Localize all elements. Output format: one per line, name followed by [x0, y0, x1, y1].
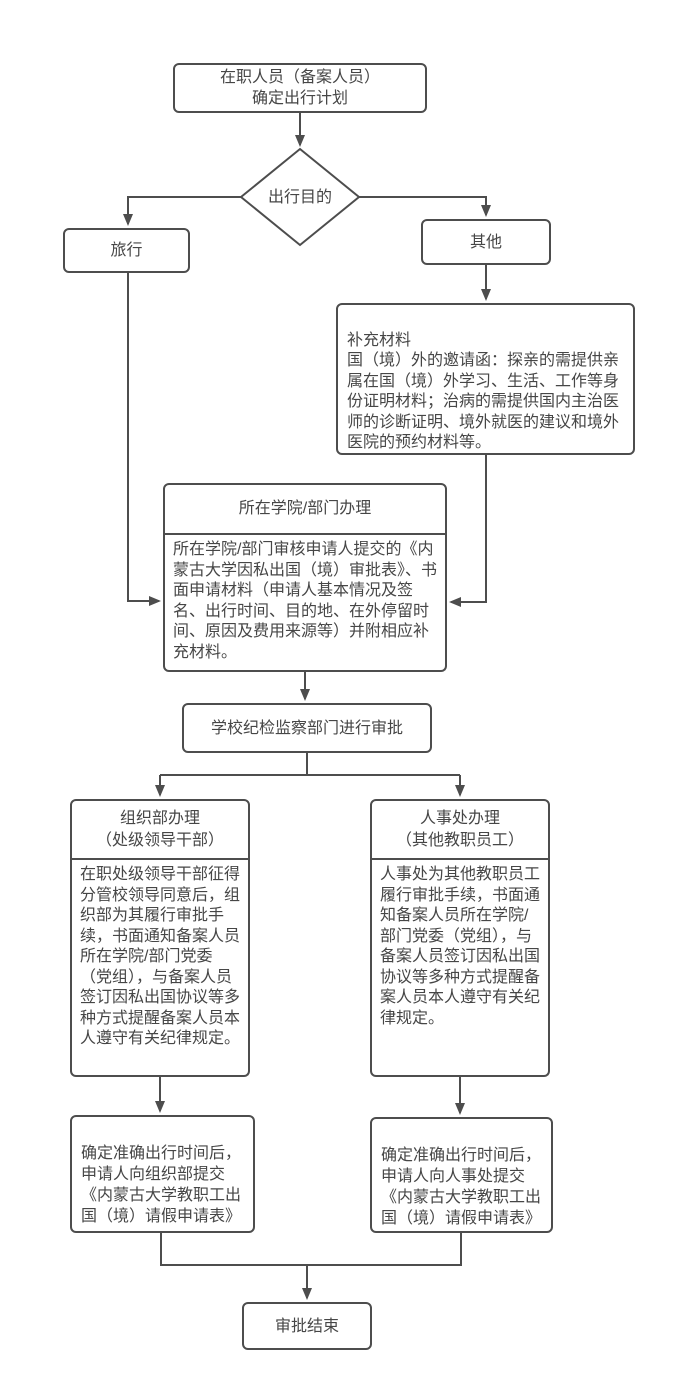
node-dept-body-text: 所在学院/部门审核申请人提交的《内蒙古大学因私出国（境）审批表》、书面申请材料（…: [173, 541, 438, 661]
node-org-header: 组织部办理 （处级领导干部）: [70, 799, 250, 860]
node-hr-submit: 确定准确出行时间后，申请人向人事处提交《内蒙古大学教职工出国（境）请假申请表》: [370, 1117, 553, 1233]
node-start-label: 在职人员（备案人员） 确定出行计划: [219, 69, 380, 107]
node-dept-header: 所在学院/部门办理: [163, 483, 447, 535]
node-other-label: 其他: [469, 233, 502, 251]
node-supplement-text: 补充材料 国（境）外的邀请函：探亲的需提供亲属在国（境）外学习、生活、工作等身份…: [347, 331, 620, 452]
node-hr-title: 人事处办理 （其他教职员工）: [395, 809, 524, 849]
node-hr: 人事处办理 （其他教职员工） 人事处为其他教职员工履行审批手续，书面通知备案人员…: [370, 799, 550, 1077]
node-end-label: 审批结束: [274, 1317, 339, 1335]
node-travel-label: 旅行: [110, 242, 143, 259]
decision-diamond-shape: [239, 147, 361, 247]
node-hr-submit-text: 确定准确出行时间后，申请人向人事处提交《内蒙古大学教职工出国（境）请假申请表》: [381, 1147, 542, 1227]
node-discipline: 学校纪检监察部门进行审批: [182, 703, 432, 753]
connector-split-rail: [160, 753, 460, 776]
node-dept-title: 所在学院/部门办理: [238, 500, 372, 517]
node-org: 组织部办理 （处级领导干部） 在职处级领导干部征得分管校领导同意后，组织部为其履…: [70, 799, 250, 1077]
node-travel: 旅行: [63, 228, 190, 273]
node-hr-body: 人事处为其他教职员工履行审批手续，书面通知备案人员所在学院/部门党委（党组），与…: [370, 860, 550, 1077]
node-org-body: 在职处级领导干部征得分管校领导同意后，组织部为其履行审批手续，书面通知备案人员所…: [70, 860, 250, 1077]
node-org-body-text: 在职处级领导干部征得分管校领导同意后，组织部为其履行审批手续，书面通知备案人员所…: [80, 866, 241, 1047]
connector-supplement-dept: [449, 455, 487, 607]
node-hr-header: 人事处办理 （其他教职员工）: [370, 799, 550, 860]
node-dept: 所在学院/部门办理 所在学院/部门审核申请人提交的《内蒙古大学因私出国（境）审批…: [163, 483, 447, 672]
node-org-title: 组织部办理 （处级领导干部）: [95, 809, 224, 849]
node-start: 在职人员（备案人员） 确定出行计划: [173, 63, 427, 113]
connector-travel-dept: [127, 273, 161, 606]
node-dept-body: 所在学院/部门审核申请人提交的《内蒙古大学因私出国（境）审批表》、书面申请材料（…: [163, 535, 447, 672]
node-org-submit-text: 确定准确出行时间后，申请人向组织部提交《内蒙古大学教职工出国（境）请假申请表》: [81, 1145, 242, 1225]
connector-decision-travel: [123, 196, 243, 226]
node-discipline-label: 学校纪检监察部门进行审批: [210, 719, 403, 737]
connector-decision-other: [359, 196, 491, 217]
node-supplement: 补充材料 国（境）外的邀请函：探亲的需提供亲属在国（境）外学习、生活、工作等身份…: [336, 303, 635, 455]
node-hr-body-text: 人事处为其他教职员工履行审批手续，书面通知备案人员所在学院/部门党委（党组），与…: [380, 866, 541, 1027]
node-end: 审批结束: [242, 1302, 372, 1350]
node-decision-label: 出行目的: [267, 189, 332, 206]
node-org-submit: 确定准确出行时间后，申请人向组织部提交《内蒙古大学教职工出国（境）请假申请表》: [70, 1115, 255, 1233]
connector-merge-rail: [160, 1233, 462, 1266]
node-other: 其他: [421, 219, 551, 265]
